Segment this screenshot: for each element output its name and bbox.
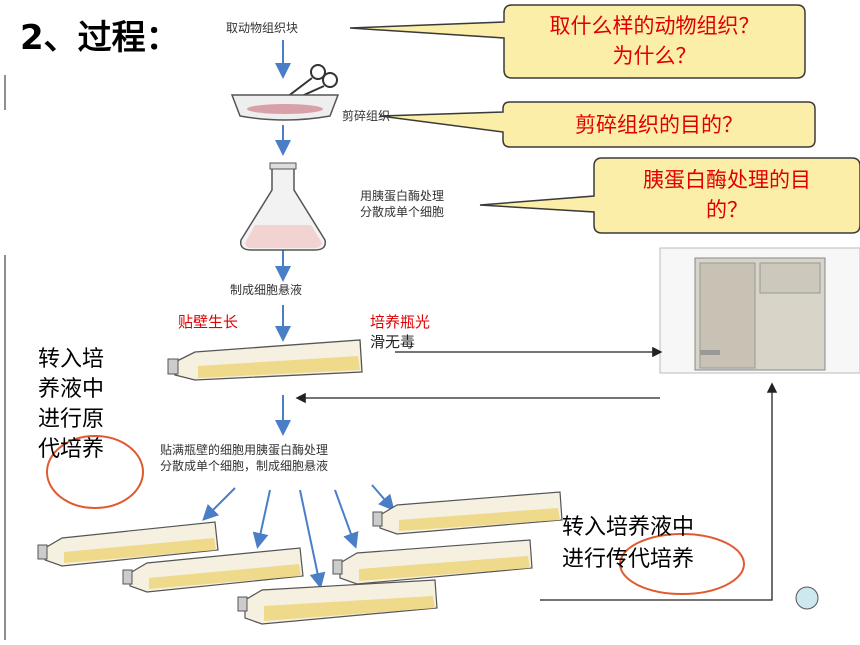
highlight-primary-culture [46, 435, 144, 509]
step-cell-suspension: 制成细胞悬液 [230, 283, 303, 297]
label-adherent-growth: 贴壁生长 [178, 313, 239, 331]
note-secondary-line1: 转入培养液中 [562, 515, 695, 540]
note-primary-culture: 转入培 养液中 进行原 代培养 [38, 345, 138, 465]
culture-flask-d [332, 539, 533, 585]
callout-trypsin-question [479, 157, 860, 234]
step-subculture-line1: 贴满瓶壁的细胞用胰蛋白酶处理 [160, 443, 329, 457]
petri-dish-icon [230, 94, 340, 121]
culture-flask-e [372, 491, 563, 535]
callout-q1-line2: 为什么？ [612, 44, 697, 68]
highlight-secondary-culture [619, 533, 745, 595]
step-take-tissue: 取动物组织块 [226, 21, 299, 35]
step-mince-tissue: 剪碎组织 [342, 109, 391, 123]
conical-flask-icon [239, 162, 327, 251]
culture-flask-primary [167, 339, 363, 381]
slide-title: 2、过程： [20, 18, 180, 58]
culture-flask-a [37, 521, 219, 567]
flow-arrows [202, 40, 395, 589]
nav-circle-icon[interactable] [795, 586, 819, 610]
callout-mince-question [379, 101, 816, 148]
callout-q3-line1: 胰蛋白酶处理的目 [643, 168, 811, 192]
step-trypsin-line1: 用胰蛋白酶处理 [360, 189, 445, 203]
note-primary-line3: 进行原 [38, 407, 105, 432]
note-primary-line2: 养液中 [38, 377, 105, 402]
callout-q2: 剪碎组织的目的？ [575, 113, 743, 137]
label-flask-line1: 培养瓶光 [370, 313, 431, 331]
note-primary-line1: 转入培 [38, 347, 105, 372]
label-flask-line2: 滑无毒 [370, 333, 416, 351]
callout-q3-line2: 的？ [706, 198, 748, 222]
step-trypsin-line2: 分散成单个细胞 [360, 205, 445, 219]
step-subculture-line2: 分散成单个细胞，制成细胞悬液 [160, 459, 329, 473]
note-secondary-line2: 进行传代培养 [562, 547, 695, 572]
culture-flask-c [237, 579, 438, 625]
callout-tissue-question [349, 4, 806, 79]
connector-lines [295, 346, 778, 601]
callout-q1-line1: 取什么样的动物组织？ [549, 14, 760, 38]
note-secondary-culture: 转入培养液中 进行传代培养 [562, 512, 694, 576]
culture-flask-b [122, 547, 304, 593]
incubator-image [659, 247, 860, 374]
note-primary-line4: 代培养 [38, 437, 105, 462]
